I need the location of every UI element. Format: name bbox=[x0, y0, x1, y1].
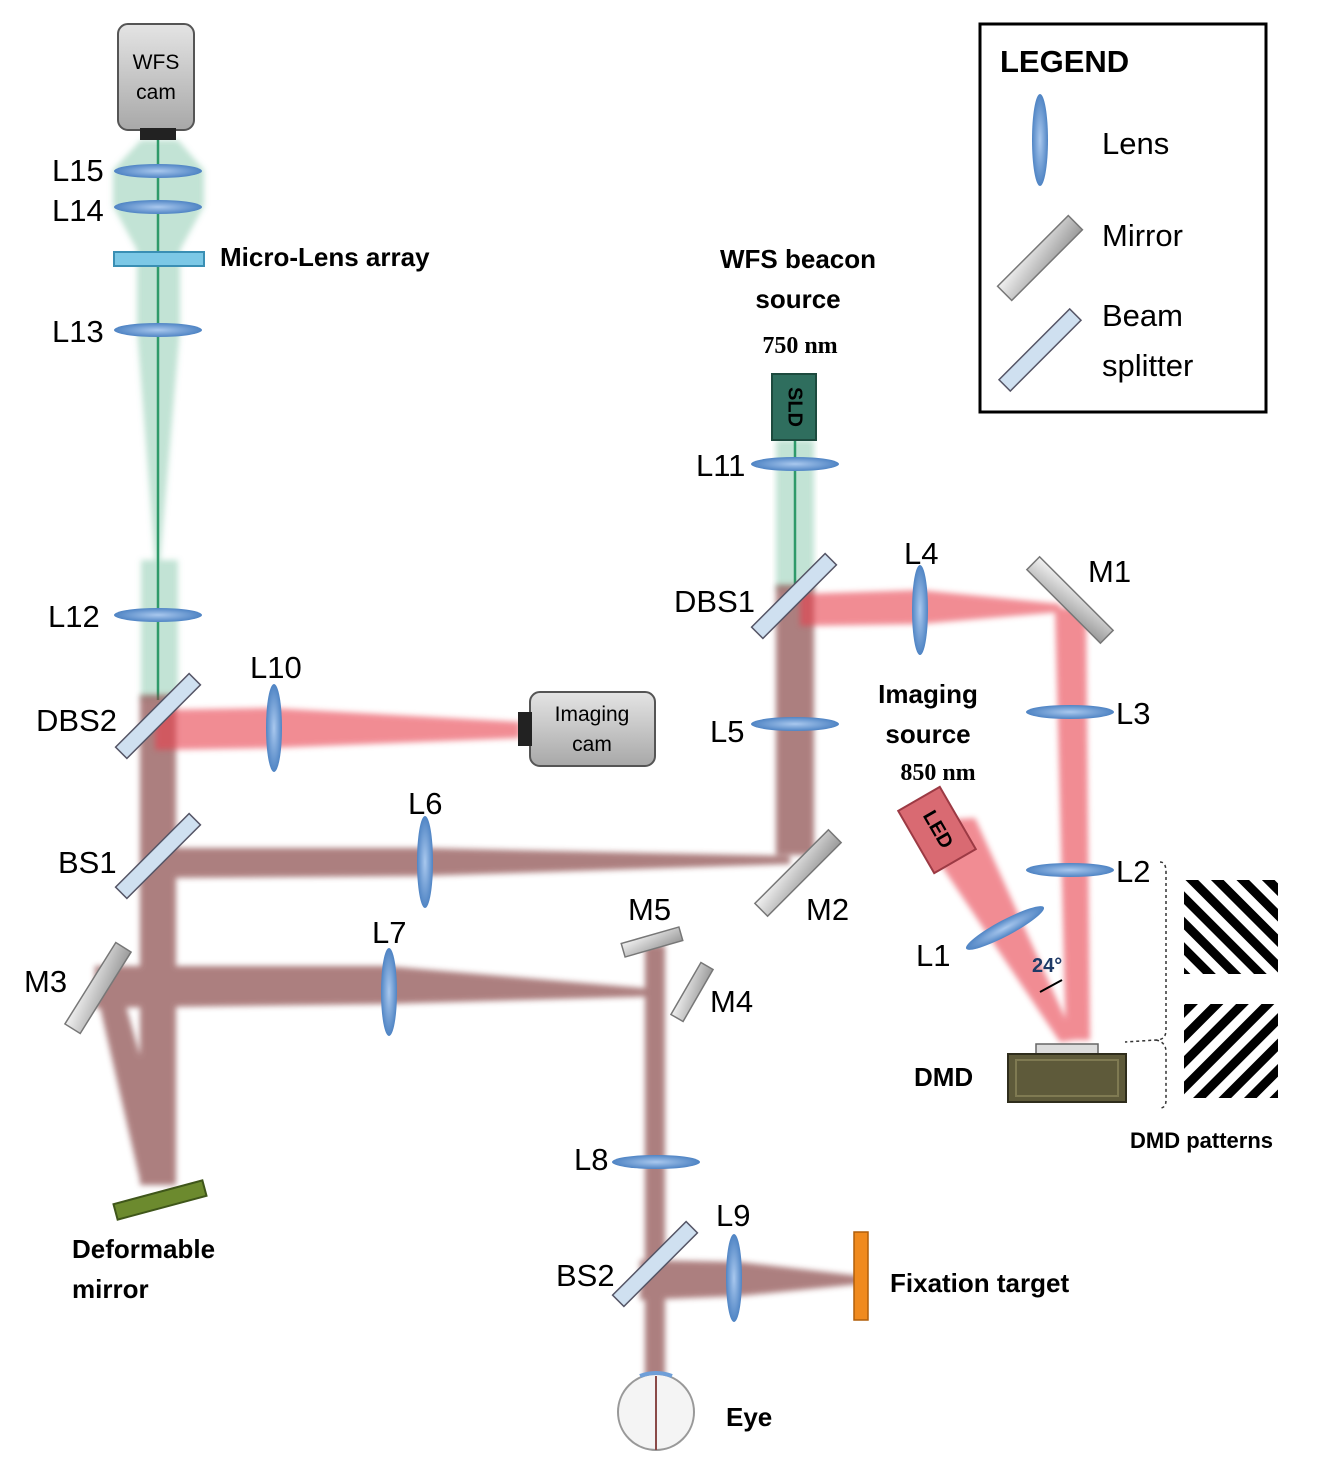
label-l8: L8 bbox=[574, 1142, 608, 1177]
angle-marker bbox=[1039, 979, 1063, 993]
legend-lens-label: Lens bbox=[1102, 126, 1169, 161]
wfs-cam-label-1: WFS bbox=[133, 51, 180, 74]
label-eye: Eye bbox=[726, 1402, 772, 1432]
label-l14: L14 bbox=[52, 193, 104, 228]
imaging-cam-label-1: Imaging bbox=[555, 703, 630, 726]
lens-l15 bbox=[114, 164, 202, 178]
label-l9: L9 bbox=[716, 1198, 750, 1233]
labels: L15 L14 Micro-Lens array L13 L12 DBS2 L1… bbox=[24, 153, 1273, 1432]
sld-source: SLD bbox=[771, 373, 817, 441]
label-l11: L11 bbox=[696, 448, 745, 483]
label-wfs-beacon-1: WFS beacon bbox=[720, 244, 876, 274]
label-m5: M5 bbox=[628, 892, 671, 927]
label-l6: L6 bbox=[408, 786, 442, 821]
legend-title: LEGEND bbox=[1000, 44, 1129, 79]
sld-label: SLD bbox=[784, 387, 806, 427]
mirror-m2 bbox=[753, 828, 843, 918]
dmd-pattern-2 bbox=[1184, 1004, 1278, 1098]
label-l4: L4 bbox=[904, 536, 938, 571]
label-imaging-source-2: source bbox=[885, 719, 970, 749]
led-source: LED bbox=[896, 785, 978, 875]
label-imaging-source-wavelength: 850 nm bbox=[900, 760, 975, 786]
dmd-patterns bbox=[1124, 861, 1278, 1109]
legend-mirror-label: Mirror bbox=[1102, 218, 1183, 253]
eye bbox=[617, 1371, 695, 1451]
label-m4: M4 bbox=[710, 984, 753, 1019]
lens-l3 bbox=[1026, 705, 1114, 719]
mirror-m5 bbox=[620, 926, 684, 958]
beam-splitter-bs1 bbox=[114, 812, 202, 900]
lens-l11 bbox=[751, 457, 839, 471]
label-bs2: BS2 bbox=[556, 1258, 615, 1293]
lens-l9 bbox=[726, 1234, 742, 1322]
label-deformable-mirror-2: mirror bbox=[72, 1274, 149, 1304]
label-m1: M1 bbox=[1088, 554, 1131, 589]
label-dbs2: DBS2 bbox=[36, 703, 117, 738]
lens-l10 bbox=[266, 684, 282, 772]
lenses bbox=[114, 164, 1114, 1322]
label-l5: L5 bbox=[710, 714, 744, 749]
mirror-m1 bbox=[1025, 555, 1115, 645]
lens-l2 bbox=[1026, 863, 1114, 877]
label-deformable-mirror-1: Deformable bbox=[72, 1234, 215, 1264]
label-l7: L7 bbox=[372, 915, 406, 950]
lens-l13 bbox=[114, 323, 202, 337]
lens-l1 bbox=[965, 906, 1045, 950]
label-imaging-source-1: Imaging bbox=[878, 679, 978, 709]
legend-beam-splitter-label-1: Beam bbox=[1102, 298, 1183, 333]
legend-lens-icon bbox=[1032, 94, 1048, 186]
label-wfs-beacon-wavelength: 750 nm bbox=[762, 333, 837, 359]
dmd-device bbox=[1007, 1043, 1127, 1103]
label-dmd: DMD bbox=[914, 1062, 973, 1092]
label-l3: L3 bbox=[1116, 696, 1150, 731]
beam-splitter-dbs1 bbox=[750, 552, 838, 640]
label-fixation-target: Fixation target bbox=[890, 1268, 1069, 1298]
label-dmd-patterns: DMD patterns bbox=[1130, 1128, 1273, 1153]
label-bs1: BS1 bbox=[58, 845, 117, 880]
lens-l8 bbox=[612, 1155, 700, 1169]
legend: LEGEND Lens Mirror Beam splitter bbox=[978, 22, 1268, 414]
dmd-patterns-bracket bbox=[1124, 861, 1167, 1109]
lens-l6 bbox=[417, 816, 433, 908]
mirror-m3 bbox=[63, 941, 133, 1035]
lens-l4 bbox=[912, 565, 928, 655]
label-m2: M2 bbox=[806, 892, 849, 927]
label-l13: L13 bbox=[52, 314, 104, 349]
lens-l5 bbox=[751, 717, 839, 731]
beam-splitter-dbs2 bbox=[114, 672, 202, 760]
legend-beam-splitter-label-2: splitter bbox=[1102, 348, 1193, 383]
label-angle: 24° bbox=[1032, 955, 1062, 977]
beam-splitter-bs2 bbox=[611, 1220, 699, 1308]
deformable-mirror bbox=[112, 1179, 208, 1221]
label-l12: L12 bbox=[48, 599, 100, 634]
label-m3: M3 bbox=[24, 964, 67, 999]
legend-beam-splitter-icon bbox=[997, 307, 1083, 393]
wfs-camera: WFS cam bbox=[117, 23, 195, 140]
label-l1: L1 bbox=[916, 938, 950, 973]
label-l15: L15 bbox=[52, 153, 104, 188]
label-wfs-beacon-2: source bbox=[755, 284, 840, 314]
fixation-target bbox=[853, 1231, 869, 1321]
micro-lens-array bbox=[113, 251, 205, 267]
imaging-cam-label-2: cam bbox=[572, 733, 612, 756]
imaging-camera: Imaging cam bbox=[518, 691, 656, 767]
label-l2: L2 bbox=[1116, 854, 1150, 889]
lens-l14 bbox=[114, 200, 202, 214]
dmd-pattern-1 bbox=[1184, 880, 1278, 974]
label-dbs1: DBS1 bbox=[674, 584, 755, 619]
lens-l12 bbox=[114, 608, 202, 622]
legend-mirror-icon bbox=[996, 214, 1084, 302]
mirror-m4 bbox=[669, 961, 715, 1023]
label-micro-lens-array: Micro-Lens array bbox=[220, 242, 430, 272]
wfs-cam-label-2: cam bbox=[136, 81, 176, 104]
lens-l7 bbox=[381, 948, 397, 1036]
label-l10: L10 bbox=[250, 650, 302, 685]
legend-box bbox=[978, 22, 1268, 414]
